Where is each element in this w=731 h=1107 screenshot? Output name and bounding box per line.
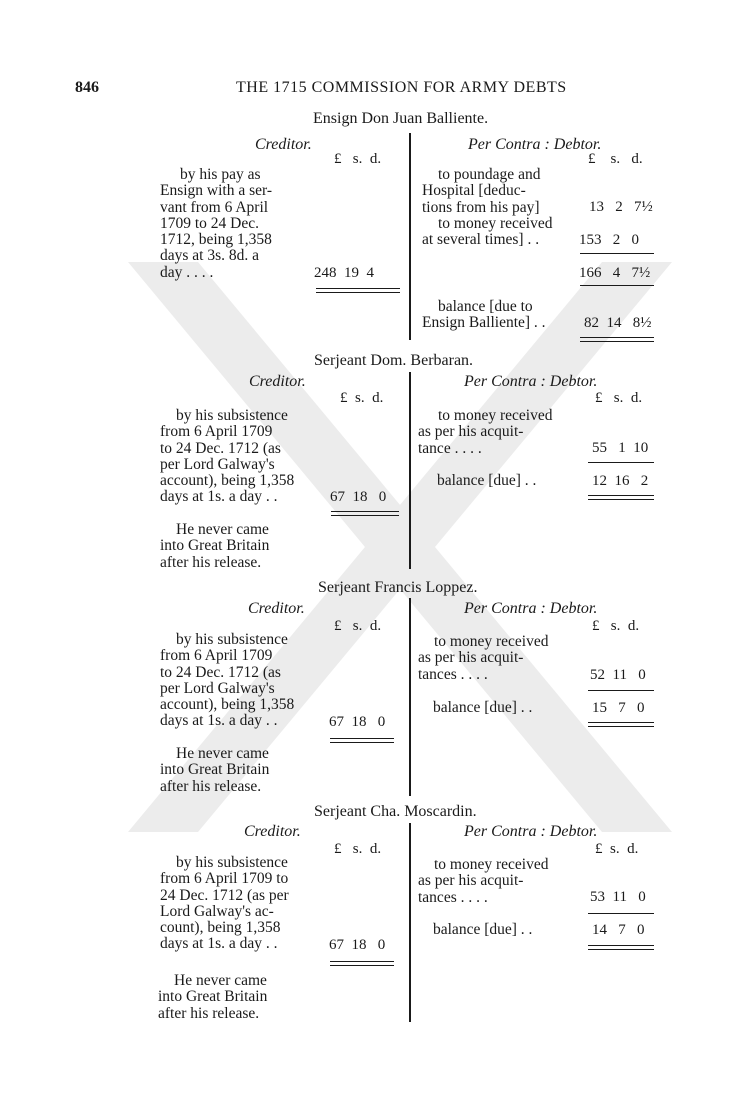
debit-description: to poundage and Hospital [deduc- tions f… (422, 166, 553, 249)
lsd-header-debit: £ s. d. (592, 618, 640, 634)
column-divider (409, 823, 411, 1022)
debit-description: to money received as per his acquit- tan… (418, 633, 549, 683)
debit-amount: 13 2 7½ (589, 199, 653, 215)
note: He never came into Great Britain after h… (160, 521, 270, 571)
total-rule (330, 961, 394, 966)
page-number: 846 (75, 79, 99, 96)
credit-description: by his subsistence from 6 April 1709 to … (160, 631, 295, 730)
creditor-heading: Creditor. (249, 373, 306, 390)
balance-description: balance [due] . . (433, 699, 533, 716)
total-rule (331, 511, 399, 516)
column-divider (409, 372, 411, 569)
subtotal-rule (588, 690, 654, 691)
debit-description: to money received as per his acquit- tan… (418, 856, 549, 906)
balance-description: balance [due to Ensign Balliente] . . (422, 298, 546, 332)
per-contra-heading: Per Contra : Debtor. (464, 823, 598, 840)
credit-description: by his subsistence from 6 April 1709 to … (160, 854, 289, 953)
subtotal-rule (588, 913, 654, 914)
per-contra-heading: Per Contra : Debtor. (468, 136, 602, 153)
creditor-heading: Creditor. (255, 136, 312, 153)
credit-amount: 67 18 0 (329, 714, 386, 730)
subtotal-amount: 166 4 7½ (579, 265, 651, 281)
subtotal-rule (580, 253, 654, 254)
balance-rule (588, 495, 654, 500)
lsd-header-credit: £ s. d. (334, 618, 382, 634)
balance-description: balance [due] . . (433, 921, 533, 938)
credit-description: by his subsistence from 6 April 1709 to … (160, 407, 295, 506)
balance-description: balance [due] . . (437, 472, 537, 489)
debit-description: to money received as per his acquit- tan… (418, 407, 553, 457)
lsd-header-credit: £ s. d. (334, 841, 382, 857)
balance-rule (588, 945, 654, 950)
creditor-heading: Creditor. (244, 823, 301, 840)
lsd-header-debit: £ s. d. (588, 151, 643, 167)
balance-amount: 12 16 2 (592, 473, 649, 489)
account-name: Serjeant Francis Loppez. (318, 579, 478, 596)
column-divider (409, 598, 411, 796)
total-rule (330, 738, 394, 743)
balance-rule (580, 337, 654, 342)
debit-amount: 153 2 0 (579, 232, 639, 248)
note: He never came into Great Britain after h… (160, 745, 270, 795)
balance-rule (588, 722, 654, 727)
credit-amount: 67 18 0 (329, 937, 386, 953)
subtotal-underline (580, 285, 654, 286)
note: He never came into Great Britain after h… (158, 972, 268, 1022)
debit-amount: 55 1 10 (592, 440, 649, 456)
subtotal-rule (588, 462, 654, 463)
credit-amount: 248 19 4 (314, 265, 374, 281)
account-name: Ensign Don Juan Balliente. (313, 110, 489, 127)
balance-amount: 82 14 8½ (584, 315, 652, 331)
creditor-heading: Creditor. (248, 600, 305, 617)
lsd-header-debit: £ s. d. (595, 390, 643, 406)
total-rule (316, 288, 400, 293)
lsd-header-debit: £ s. d. (595, 841, 639, 857)
debit-amount: 53 11 0 (590, 889, 646, 905)
credit-description: by his pay as Ensign with a ser- vant fr… (160, 166, 273, 281)
credit-amount: 67 18 0 (330, 489, 387, 505)
lsd-header-credit: £ s. d. (340, 390, 384, 406)
account-name: Serjeant Cha. Moscardin. (314, 803, 477, 820)
running-head: THE 1715 COMMISSION FOR ARMY DEBTS (236, 79, 567, 96)
per-contra-heading: Per Contra : Debtor. (464, 600, 598, 617)
balance-amount: 14 7 0 (592, 922, 645, 938)
per-contra-heading: Per Contra : Debtor. (464, 373, 598, 390)
balance-amount: 15 7 0 (592, 700, 645, 716)
lsd-header-credit: £ s. d. (334, 151, 382, 167)
account-name: Serjeant Dom. Berbaran. (314, 352, 474, 369)
column-divider (409, 133, 411, 340)
debit-amount: 52 11 0 (590, 667, 646, 683)
